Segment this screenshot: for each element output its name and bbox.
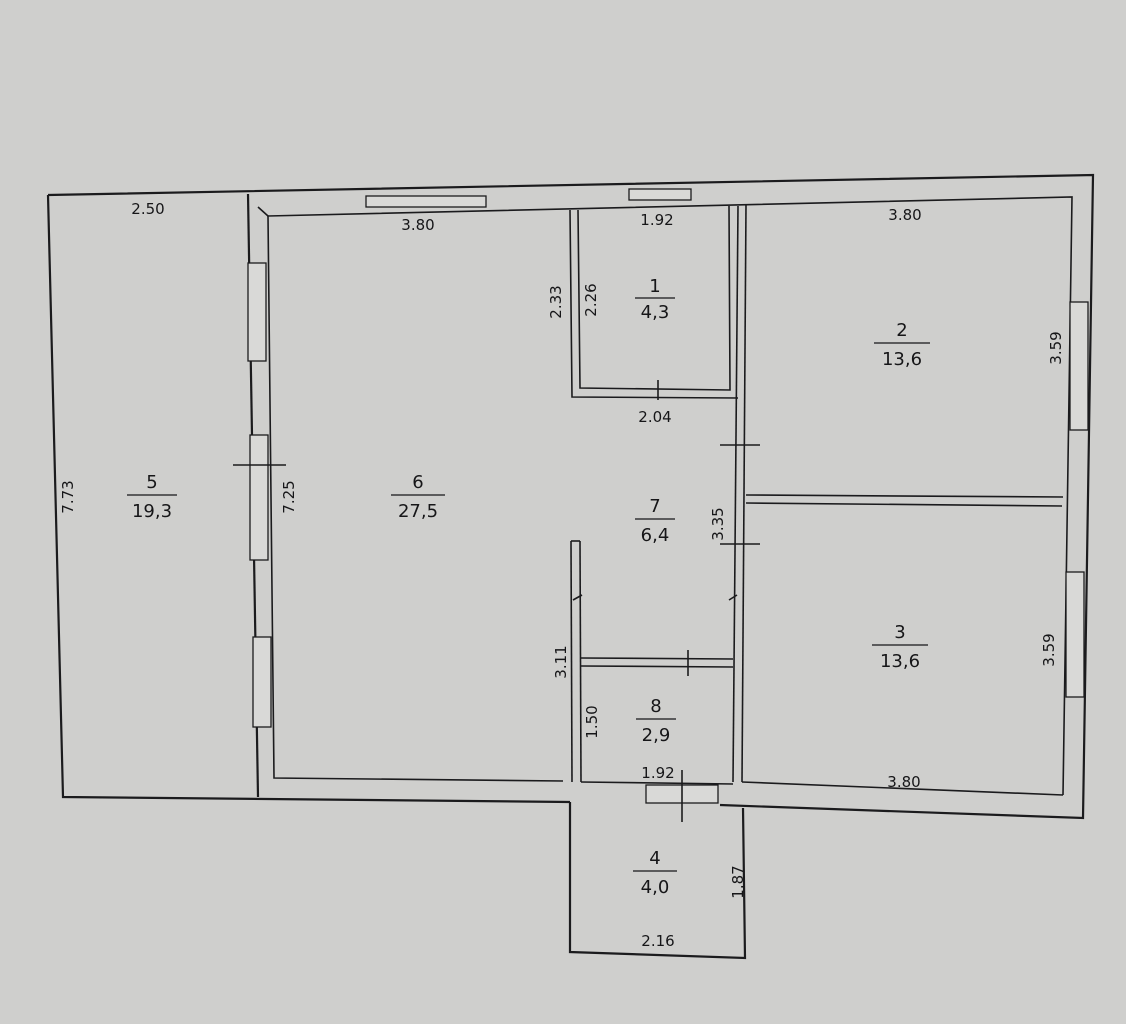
- window-right-room3: [1065, 571, 1085, 698]
- dim-room1-width: 1.92: [640, 211, 673, 229]
- dim-room3-width: 3.80: [887, 773, 920, 791]
- dim-room5-height: 7.73: [59, 480, 77, 513]
- room-3-label: 3 13,6: [872, 622, 928, 672]
- room-number: 5: [146, 472, 157, 493]
- room-number: 1: [649, 276, 660, 297]
- dim-room4-width: 2.16: [641, 932, 674, 950]
- room-area: 13,6: [882, 349, 922, 370]
- room-area: 13,6: [880, 651, 920, 672]
- dim-room8-height-inner: 1.50: [583, 705, 601, 738]
- dimension-labels: 2.50 3.80 1.92 3.80 2.04 1.92 3.80 2.16 …: [59, 200, 1065, 950]
- room-area: 27,5: [398, 501, 438, 522]
- dim-room4-height: 1.87: [729, 865, 747, 898]
- room-area: 4,0: [641, 877, 670, 898]
- windows: [247, 188, 1089, 804]
- window-top-room1: [628, 188, 692, 201]
- dim-room2-width: 3.80: [888, 206, 921, 224]
- dim-room3-height: 3.59: [1040, 633, 1058, 666]
- room-5-label: 5 19,3: [127, 472, 177, 522]
- room-number: 7: [649, 496, 660, 517]
- dim-room7-height: 3.35: [709, 507, 727, 540]
- window-left-1: [247, 262, 267, 362]
- room-labels: 1 4,3 2 13,6 3 13,6 4 4,0 5 19,3 6 27,5: [127, 276, 930, 898]
- dim-room6-width: 3.80: [401, 216, 434, 234]
- room-4-label: 4 4,0: [633, 848, 677, 898]
- dim-room5-width: 2.50: [131, 200, 164, 218]
- room-7-label: 7 6,4: [635, 496, 675, 546]
- room-number: 4: [649, 848, 660, 869]
- room-number: 3: [894, 622, 905, 643]
- dim-room8-height-outer: 3.11: [552, 645, 570, 678]
- dim-room6-height: 7.25: [280, 480, 298, 513]
- room-8-label: 8 2,9: [636, 696, 676, 746]
- room-number: 6: [412, 472, 423, 493]
- room-area: 4,3: [641, 302, 670, 323]
- window-top-room6: [365, 195, 487, 208]
- window-left-2: [249, 434, 269, 561]
- room-number: 8: [650, 696, 661, 717]
- inner-walls: [257, 196, 1073, 960]
- dim-room1-height-outer: 2.33: [547, 285, 565, 318]
- room-2-label: 2 13,6: [874, 320, 930, 370]
- room-area: 6,4: [641, 525, 670, 546]
- room-number: 2: [896, 320, 907, 341]
- dim-room1-height-inner: 2.26: [582, 283, 600, 316]
- door-marks: [233, 380, 760, 822]
- room-area: 2,9: [642, 725, 671, 746]
- room-6-label: 6 27,5: [391, 472, 445, 522]
- dim-room8-width: 1.92: [641, 764, 674, 782]
- dim-room2-height: 3.59: [1047, 331, 1065, 364]
- window-right-room2: [1069, 301, 1089, 431]
- dim-room1-bottom: 2.04: [638, 408, 671, 426]
- window-left-3: [252, 636, 272, 728]
- room-1-label: 1 4,3: [635, 276, 675, 323]
- room-area: 19,3: [132, 501, 172, 522]
